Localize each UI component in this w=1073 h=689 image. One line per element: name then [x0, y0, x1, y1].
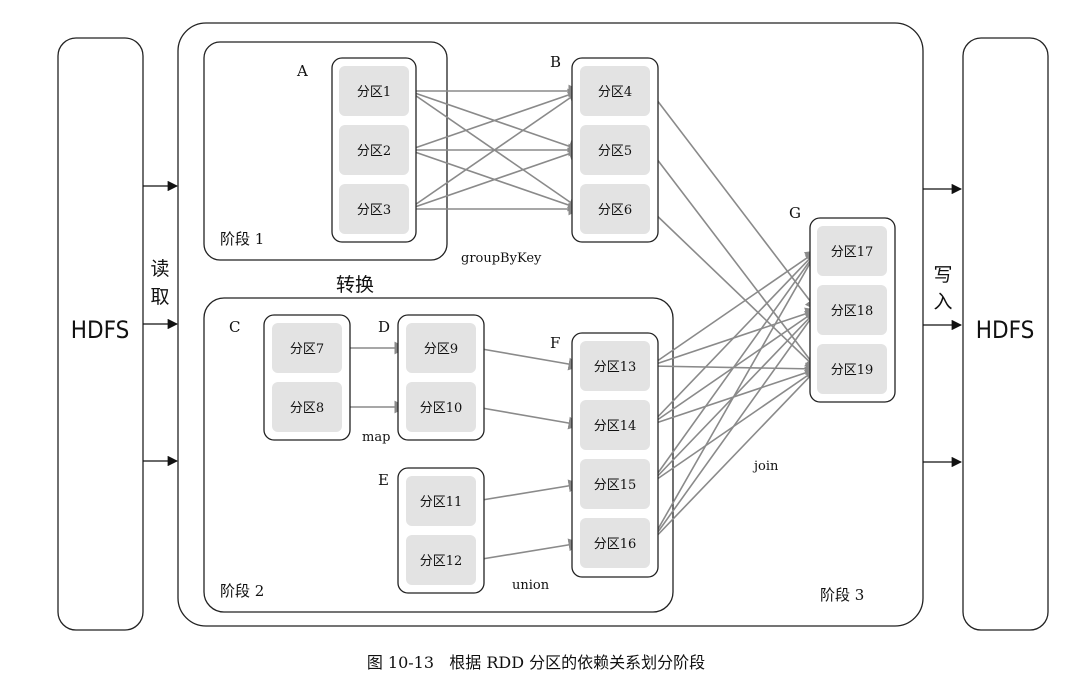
partition-10 — [406, 382, 476, 432]
partition-10-label: 分区10 — [420, 401, 463, 416]
hdfs-input-box — [57, 37, 144, 631]
write-label-1: 写 — [933, 264, 952, 286]
partition-13-label: 分区13 — [594, 360, 637, 375]
read-label-1: 读 — [150, 258, 169, 280]
stage3-label: 阶段 3 — [820, 586, 864, 604]
partition-4 — [580, 66, 650, 116]
partition-9-label: 分区9 — [424, 342, 458, 357]
rdd-c-letter: C — [229, 318, 240, 336]
hdfs-read-arrows — [143, 180, 179, 467]
partition-3-label: 分区3 — [357, 203, 391, 218]
stage1-container — [203, 41, 448, 261]
rdd-d-letter: D — [378, 318, 390, 336]
partition-7-label: 分区7 — [290, 342, 324, 357]
rdd-f-box — [571, 332, 659, 578]
dependency-arrow-16-to-18 — [649, 308, 818, 544]
partition-12-label: 分区12 — [420, 554, 463, 569]
partition-1-label: 分区1 — [357, 85, 391, 100]
groupbykey-label: groupByKey — [461, 251, 542, 266]
write-label-2: 入 — [933, 291, 952, 313]
stage2-label: 阶段 2 — [220, 582, 264, 600]
partition-17-label: 分区17 — [831, 245, 874, 260]
dependency-arrow-12-to-16 — [475, 538, 582, 561]
dependency-arrow-16-to-17 — [649, 249, 818, 544]
rdd-b-letter: B — [550, 53, 561, 71]
hdfs-output-box — [962, 37, 1049, 631]
partition-2-label: 分区2 — [357, 144, 391, 159]
dependency-arrow-3-to-4 — [408, 90, 582, 210]
dependency-arrow-16-to-19 — [649, 368, 818, 544]
join-label: join — [752, 459, 779, 474]
partition-15-label: 分区15 — [594, 478, 637, 493]
transform-label: 转换 — [336, 274, 374, 296]
hdfs-write-arrows — [923, 183, 963, 468]
dependency-arrow-10-to-14 — [475, 406, 582, 430]
partition-13 — [580, 341, 650, 391]
partition-8-label: 分区8 — [290, 401, 324, 416]
partition-9 — [406, 323, 476, 373]
partition-15 — [580, 459, 650, 509]
dependency-arrow-13-to-17 — [649, 250, 819, 367]
rdd-e-letter: E — [378, 471, 389, 489]
dependency-arrow-15-to-17 — [649, 249, 818, 485]
hdfs-output-label: HDFS — [976, 316, 1035, 344]
partition-7 — [272, 323, 342, 373]
partition-18-label: 分区18 — [831, 304, 874, 319]
partition-11 — [406, 476, 476, 526]
partition-17 — [817, 226, 887, 276]
rdd-f-letter: F — [550, 334, 560, 352]
dependency-arrow-11-to-15 — [475, 479, 582, 502]
dependency-arrow-6-to-19 — [649, 208, 818, 370]
partition-16-label: 分区16 — [594, 537, 637, 552]
partition-3 — [339, 184, 409, 234]
dependency-arrow-2-to-4 — [408, 88, 582, 151]
figure-caption: 图 10-13 根据 RDD 分区的依赖关系划分阶段 — [367, 653, 705, 672]
partition-2 — [339, 125, 409, 175]
dependency-arrow-4-to-18 — [649, 90, 818, 312]
partition-1 — [339, 66, 409, 116]
union-label: union — [512, 578, 550, 593]
partition-16 — [580, 518, 650, 568]
read-label-2: 取 — [150, 286, 169, 308]
stage2-container — [203, 297, 674, 613]
dependency-arrow-14-to-17 — [649, 250, 818, 426]
stage1-label: 阶段 1 — [220, 230, 264, 248]
partition-11-label: 分区11 — [420, 495, 463, 510]
map-label: map — [362, 430, 390, 445]
dependency-arrow-9-to-13 — [475, 347, 582, 371]
dependency-arrow-5-to-19 — [649, 149, 818, 371]
partition-5-label: 分区5 — [598, 144, 632, 159]
partition-6 — [580, 184, 650, 234]
partition-4-label: 分区4 — [598, 85, 632, 100]
partition-19 — [817, 344, 887, 394]
hdfs-input-label: HDFS — [71, 316, 130, 344]
partition-14 — [580, 400, 650, 450]
partition-8 — [272, 382, 342, 432]
partition-6-label: 分区6 — [598, 203, 632, 218]
partition-5 — [580, 125, 650, 175]
dependency-arrow-3-to-5 — [408, 147, 582, 210]
partition-19-label: 分区19 — [831, 363, 874, 378]
partition-18 — [817, 285, 887, 335]
rdd-g-letter: G — [789, 204, 801, 222]
partition-12 — [406, 535, 476, 585]
dependency-arrows — [342, 84, 819, 561]
rdd-a-letter: A — [296, 62, 308, 80]
partition-14-label: 分区14 — [594, 419, 637, 434]
